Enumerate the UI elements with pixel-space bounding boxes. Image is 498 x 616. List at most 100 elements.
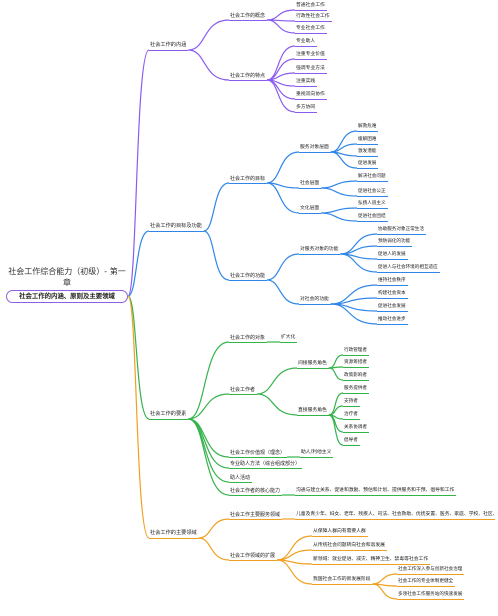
leaf-node[interactable]: 社会工作的专业体制更健全 bbox=[398, 578, 454, 584]
node-underline bbox=[295, 112, 318, 113]
subtopic-node[interactable]: 沟通与建立关系、促进和激励、预估和计划、提供服务和干预、倡导和工作 bbox=[296, 487, 455, 493]
subtopic-node[interactable]: 间接服务角色 bbox=[298, 360, 327, 366]
leaf-node[interactable]: 预防弱化的功能 bbox=[378, 238, 411, 244]
connector bbox=[328, 392, 344, 416]
leaf-node[interactable]: 服务提供者 bbox=[344, 385, 367, 391]
leaf-node[interactable]: 促进发展 bbox=[358, 160, 377, 166]
subtopic-node[interactable]: 服务对象层面 bbox=[300, 144, 329, 150]
subtopic-node[interactable]: 对服务对象的功能 bbox=[300, 246, 339, 252]
connector bbox=[188, 49, 230, 81]
connector bbox=[256, 393, 298, 416]
leaf-node[interactable]: 倡导者 bbox=[344, 437, 358, 443]
leaf-node[interactable]: 促进社会发展 bbox=[378, 303, 406, 309]
subtopic-node[interactable]: 强调专业方法 bbox=[296, 65, 325, 71]
node-underline bbox=[280, 342, 298, 343]
node-underline bbox=[343, 355, 369, 356]
leaf-node[interactable]: 推动社会进步 bbox=[378, 316, 406, 322]
leaf-node[interactable]: 促进人的发展 bbox=[378, 251, 406, 257]
branch-node[interactable]: 社会工作的主要领域 bbox=[150, 530, 197, 537]
node-underline bbox=[377, 298, 408, 299]
connector bbox=[328, 354, 344, 369]
subtopic-node[interactable]: 儿童及青少年、妇女、老年、残疾人、司法、社会救助、优抚安置、医务、家庭、学校、社… bbox=[296, 511, 498, 517]
leaf-node[interactable]: 解救危难 bbox=[358, 123, 377, 129]
branch-node[interactable]: 社会工作的内涵 bbox=[150, 42, 187, 49]
node-underline bbox=[295, 59, 327, 60]
leaf-node[interactable]: 维持社会秩序 bbox=[378, 277, 406, 283]
root-node[interactable]: 社会工作的内涵、原则及主要领域 bbox=[6, 290, 128, 303]
subtopic-node[interactable]: 多方协同 bbox=[296, 104, 316, 110]
topic-node[interactable]: 助人活动 bbox=[230, 474, 251, 481]
connector bbox=[372, 573, 398, 585]
topic-node[interactable]: 社会工作的功能 bbox=[230, 272, 266, 279]
subtopic-node[interactable]: 行政性社会工作 bbox=[296, 13, 330, 19]
subtopic-node[interactable]: 我国社会工作的新发展阶段 bbox=[313, 576, 371, 582]
leaf-node[interactable]: 社会工作深入参与创新社会治理 bbox=[398, 566, 463, 572]
topic-node[interactable]: 社会工作价值观（理念） bbox=[230, 449, 286, 456]
connector bbox=[203, 182, 230, 232]
topic-node[interactable]: 专业助人方法（综合组成部分） bbox=[230, 460, 301, 467]
subtopic-node[interactable]: 从传统社会问题转向社会和谐发展 bbox=[313, 542, 385, 548]
subtopic-node[interactable]: 普通社会工作 bbox=[296, 2, 325, 8]
leaf-node[interactable]: 支持者 bbox=[344, 398, 358, 404]
node-underline bbox=[229, 183, 267, 184]
subtopic-node[interactable]: 直接服务角色 bbox=[298, 407, 327, 413]
subtopic-node[interactable]: 重视双向协作 bbox=[296, 91, 325, 97]
topic-node[interactable]: 社会工作者 bbox=[230, 386, 256, 393]
branch-node[interactable]: 社会工作的目标及功能 bbox=[150, 223, 202, 230]
leaf-node[interactable]: 多领社会工作服务站的快速发展 bbox=[398, 591, 463, 597]
node-underline bbox=[299, 188, 322, 189]
subtopic-node[interactable]: 专业社会工作 bbox=[296, 25, 325, 31]
node-underline bbox=[229, 80, 267, 81]
subtopic-node[interactable]: 对社会的功能 bbox=[300, 296, 329, 302]
leaf-node[interactable]: 关系协调者 bbox=[344, 424, 367, 430]
leaf-node[interactable]: 促进社会团结 bbox=[358, 213, 386, 219]
leaf-node[interactable]: 弘扬人道主义 bbox=[358, 200, 386, 206]
subtopic-node[interactable]: 文化层面 bbox=[300, 205, 320, 211]
subtopic-node[interactable]: 新领域：就业促进、减灾、精神卫生、禁毒等社会工作 bbox=[313, 556, 429, 562]
connector bbox=[266, 253, 300, 281]
connector bbox=[188, 341, 230, 420]
connector bbox=[321, 187, 358, 197]
node-underline bbox=[295, 86, 318, 87]
node-underline bbox=[397, 599, 465, 600]
connector bbox=[330, 130, 358, 153]
topic-node[interactable]: 社会工作的对象 bbox=[230, 334, 266, 341]
leaf-node[interactable]: 构建社会资本 bbox=[378, 290, 406, 296]
topic-node[interactable]: 社会工作的特点 bbox=[230, 72, 266, 79]
connector bbox=[266, 58, 296, 81]
leaf-node[interactable]: 解决社会问题 bbox=[358, 173, 386, 179]
connector bbox=[330, 303, 378, 325]
node-underline bbox=[312, 536, 368, 537]
subtopic-node[interactable]: 从保障人群向有需要人群 bbox=[313, 528, 366, 534]
leaf-node[interactable]: 促进社会公正 bbox=[358, 188, 386, 194]
connector bbox=[198, 518, 230, 539]
leaf-node[interactable]: 促进人与社会环境的相互适应 bbox=[378, 264, 438, 270]
leaf-node[interactable]: 激发潜能 bbox=[358, 148, 377, 154]
connector bbox=[256, 367, 298, 395]
subtopic-node[interactable]: 扩大化 bbox=[281, 334, 296, 340]
connector bbox=[330, 297, 378, 305]
node-underline bbox=[149, 231, 204, 232]
leaf-node[interactable]: 协助服务对象正常生活 bbox=[378, 226, 424, 232]
topic-node[interactable]: 社会工作的概念 bbox=[230, 12, 266, 19]
topic-node[interactable]: 社会工作的目标 bbox=[230, 175, 266, 182]
branch-node[interactable]: 社会工作的要素 bbox=[150, 411, 187, 418]
subtopic-node[interactable]: 社会层面 bbox=[300, 180, 320, 186]
leaf-node[interactable]: 缓解困难 bbox=[358, 136, 377, 142]
leaf-node[interactable]: 治疗者 bbox=[344, 411, 358, 417]
topic-node[interactable]: 社会工作领域的扩展 bbox=[230, 552, 276, 559]
subtopic-node[interactable]: 专业助人 bbox=[296, 38, 316, 44]
subtopic-node[interactable]: 助人/利他主义 bbox=[301, 449, 332, 455]
leaf-node[interactable]: 政策影响者 bbox=[344, 372, 367, 378]
node-underline bbox=[229, 468, 302, 469]
leaf-node[interactable]: 行政管理者 bbox=[344, 347, 367, 353]
leaf-node[interactable]: 资源筹措者 bbox=[344, 359, 367, 365]
topic-node[interactable]: 社会工作者的核心能力 bbox=[230, 487, 281, 494]
subtopic-node[interactable]: 注重实践 bbox=[296, 78, 316, 84]
subtopic-node[interactable]: 注重专业价值 bbox=[296, 51, 325, 57]
connector bbox=[127, 295, 150, 420]
node-underline bbox=[312, 550, 387, 551]
topic-node[interactable]: 社会工作主要服务领域 bbox=[230, 511, 281, 518]
